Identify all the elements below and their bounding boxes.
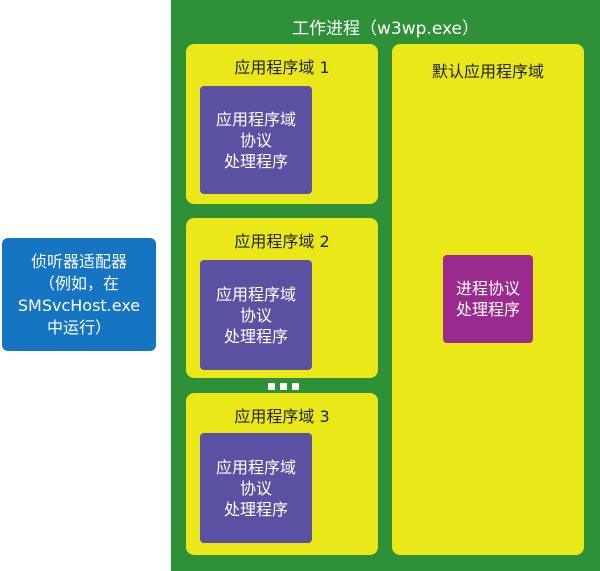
listener-line-1: 侦听器适配器 xyxy=(30,251,127,271)
app-domain-1-handler: 应用程序域 协议 处理程序 xyxy=(200,86,312,194)
worker-process-title: 工作进程（w3wp.exe） xyxy=(292,19,479,39)
handler-line: 处理程序 xyxy=(223,499,288,519)
ellipsis-dot xyxy=(268,383,275,390)
default-app-domain: 默认应用程序域 进程协议 处理程序 xyxy=(392,44,584,555)
app-domain-3-handler: 应用程序域 协议 处理程序 xyxy=(200,433,312,543)
process-protocol-handler: 进程协议 处理程序 xyxy=(443,255,533,343)
app-domain-3: 应用程序域 3 应用程序域 协议 处理程序 xyxy=(186,393,378,555)
listener-line-3: SMSvcHost.exe xyxy=(17,295,141,315)
handler-line: 处理程序 xyxy=(223,326,288,346)
ellipsis-dot xyxy=(292,383,299,390)
handler-line: 处理程序 xyxy=(223,151,288,171)
app-domain-3-title: 应用程序域 3 xyxy=(234,407,330,426)
app-domain-1-title: 应用程序域 1 xyxy=(234,58,330,77)
handler-line: 应用程序域 xyxy=(215,109,296,129)
listener-adapter-box: 侦听器适配器 （例如，在 SMSvcHost.exe 中运行） xyxy=(2,238,156,351)
listener-line-2: （例如，在 xyxy=(38,273,119,293)
handler-line: 进程协议 xyxy=(455,279,520,298)
handler-line: 处理程序 xyxy=(455,300,520,319)
app-domain-2-title: 应用程序域 2 xyxy=(234,232,330,251)
handler-line: 协议 xyxy=(239,478,272,498)
listener-line-4: 中运行） xyxy=(46,317,111,337)
handler-line: 协议 xyxy=(239,130,272,150)
default-app-domain-title: 默认应用程序域 xyxy=(431,62,544,81)
worker-process-box: 工作进程（w3wp.exe） 应用程序域 1 应用程序域 协议 处理程序 应用程… xyxy=(171,0,600,571)
handler-line: 应用程序域 xyxy=(215,457,296,477)
app-domain-2: 应用程序域 2 应用程序域 协议 处理程序 xyxy=(186,218,378,378)
handler-line: 应用程序域 xyxy=(215,284,296,304)
app-domain-1: 应用程序域 1 应用程序域 协议 处理程序 xyxy=(186,44,378,204)
more-domains-ellipsis xyxy=(268,383,299,390)
ellipsis-dot xyxy=(280,383,287,390)
app-domain-2-handler: 应用程序域 协议 处理程序 xyxy=(200,260,312,370)
handler-line: 协议 xyxy=(239,305,272,325)
